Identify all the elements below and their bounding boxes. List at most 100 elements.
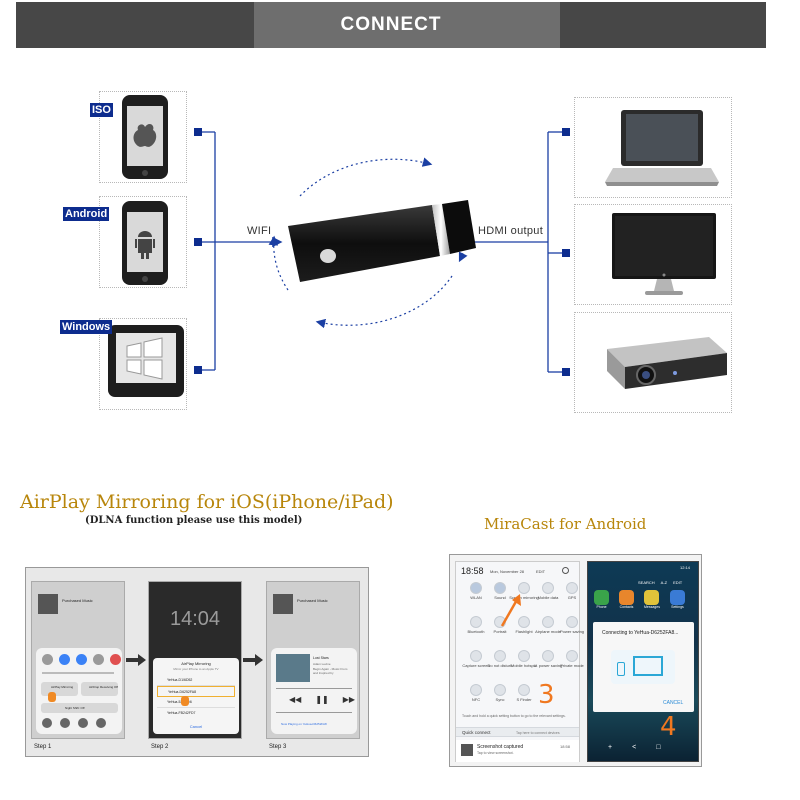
night-shift-button[interactable]: Night Shift: Off bbox=[41, 703, 118, 713]
pointer-arrow-icon bbox=[500, 594, 521, 627]
quick-connect-bar[interactable]: Quick connect Tap here to connect device… bbox=[456, 727, 579, 737]
dnd-toggle-icon[interactable] bbox=[93, 654, 104, 665]
music-header: Purchased Music bbox=[297, 598, 328, 603]
dialog-cancel-button[interactable]: CANCEL bbox=[663, 700, 684, 706]
airplay-subtitle: (DLNA function please use this model) bbox=[85, 515, 303, 526]
qs-tile[interactable]: Sound bbox=[488, 580, 512, 614]
projector-card bbox=[574, 312, 732, 413]
do-not-disturb-icon bbox=[494, 650, 506, 662]
qs-tile-screen-mirroring[interactable]: Screen mirroring bbox=[509, 580, 539, 614]
rotation-lock-icon[interactable] bbox=[110, 654, 121, 665]
app-phone[interactable]: Phone bbox=[594, 590, 609, 609]
miracast-steps-panel: 18:58 Mon, November 28 EDIT WLAN Sound S… bbox=[449, 554, 702, 767]
phone-icon bbox=[617, 662, 625, 676]
android-label: Android bbox=[63, 207, 110, 221]
airplay-phone-step3: Purchased Music Lost Stars Adam Levine B… bbox=[266, 581, 360, 739]
ios-device-card bbox=[99, 91, 187, 183]
qs-tile[interactable]: Capture screen bbox=[462, 648, 490, 682]
miracast-title: MiraCast for Android bbox=[484, 515, 647, 533]
airplay-phone-step1: Purchased Music AirPlay Mirroring AirDro… bbox=[31, 581, 125, 739]
airdrop-button[interactable]: AirDrop Receiving Off bbox=[81, 682, 118, 696]
qs-tile[interactable]: Do not disturb bbox=[488, 648, 512, 682]
camera-icon[interactable] bbox=[96, 718, 106, 728]
sort-button[interactable]: A-Z bbox=[660, 580, 668, 585]
qs-tile[interactable]: S Finder bbox=[512, 682, 536, 716]
connector-node bbox=[562, 128, 570, 136]
delete-icon[interactable]: □ bbox=[656, 744, 661, 751]
dialog-title: Connecting to YeHua-D6252FA8... bbox=[602, 630, 679, 636]
qs-tile[interactable]: GPS bbox=[560, 580, 584, 614]
app-contacts[interactable]: Contacts bbox=[619, 590, 634, 609]
track-album: Begin Again - Music From and Inspired by bbox=[313, 667, 348, 675]
qs-tile[interactable]: Mobile hotspot bbox=[511, 648, 537, 682]
settings-icon[interactable] bbox=[562, 567, 569, 574]
qs-tile[interactable]: NFC bbox=[464, 682, 488, 716]
screen-mirroring-icon bbox=[518, 582, 530, 594]
settings-icon bbox=[669, 590, 685, 605]
step-label: Step 1 bbox=[34, 744, 52, 750]
connector-node bbox=[194, 366, 202, 374]
share-icon[interactable]: < bbox=[632, 744, 637, 751]
search-row: SEARCH A-Z EDIT bbox=[638, 580, 682, 585]
flashlight-icon[interactable] bbox=[42, 718, 52, 728]
qs-tile[interactable]: Airplane mode bbox=[535, 614, 561, 648]
hdmi-label: HDMI output bbox=[478, 225, 544, 237]
tap-hand-icon bbox=[181, 696, 189, 706]
timer-icon[interactable] bbox=[60, 718, 70, 728]
screenshot-thumb-icon bbox=[461, 744, 473, 756]
output-connector bbox=[470, 131, 562, 373]
sheet-title: AirPlay Mirroring bbox=[181, 661, 211, 666]
volume-slider[interactable] bbox=[276, 712, 352, 713]
app-settings[interactable]: Settings bbox=[669, 590, 685, 609]
search-button[interactable]: SEARCH bbox=[638, 580, 655, 585]
edit-apps-button[interactable]: EDIT bbox=[673, 580, 683, 585]
lock-time: 14:04 bbox=[169, 608, 221, 630]
wifi-toggle-icon[interactable] bbox=[59, 654, 70, 665]
qs-tile[interactable]: Power saving bbox=[560, 614, 584, 648]
progress-bar[interactable] bbox=[276, 688, 352, 689]
next-icon[interactable]: ▶▶ bbox=[342, 695, 356, 704]
qs-tile[interactable]: Private mode bbox=[560, 648, 584, 682]
connector-node bbox=[562, 368, 570, 376]
device-item[interactable]: YeHua-FB242FD7 bbox=[167, 711, 196, 715]
album-art bbox=[38, 594, 58, 614]
device-item-selected[interactable]: YeHua-D6252FA8 bbox=[157, 686, 235, 697]
device-item[interactable]: YeHua-52CAD6 bbox=[157, 697, 235, 708]
track-title: Lost Stars bbox=[313, 656, 329, 660]
screenshot-notification[interactable]: Screenshot captured Tap to view screensh… bbox=[456, 740, 579, 762]
step-number: 3 bbox=[538, 680, 555, 710]
brightness-slider[interactable] bbox=[42, 672, 114, 674]
calculator-icon[interactable] bbox=[78, 718, 88, 728]
qs-tile[interactable]: Flashlight bbox=[512, 614, 536, 648]
qs-tile[interactable]: Bluetooth bbox=[464, 614, 488, 648]
connector-node bbox=[194, 128, 202, 136]
qs-tile[interactable]: U. power saving bbox=[534, 648, 562, 682]
edit-button[interactable]: EDIT bbox=[536, 569, 546, 574]
bluetooth-icon bbox=[470, 616, 482, 628]
add-icon[interactable]: + bbox=[608, 744, 613, 751]
windows-device-card bbox=[99, 318, 187, 410]
windows-icon bbox=[108, 325, 184, 397]
mobile-data-icon bbox=[542, 582, 554, 594]
airplay-device-sheet: AirPlay Mirroring Mirror your iPhone to … bbox=[153, 658, 239, 734]
step-arrows bbox=[126, 654, 263, 666]
ios-label: ISO bbox=[90, 103, 113, 117]
monitor-icon bbox=[612, 213, 716, 295]
app-messages[interactable]: Messages bbox=[644, 590, 660, 609]
airplane-mode-icon[interactable] bbox=[42, 654, 53, 665]
qs-tile[interactable]: Mobile data bbox=[536, 580, 560, 614]
bluetooth-toggle-icon[interactable] bbox=[76, 654, 87, 665]
private-mode-icon bbox=[566, 650, 578, 662]
tap-hand-icon bbox=[48, 692, 56, 702]
pause-icon[interactable]: ❚❚ bbox=[315, 695, 329, 704]
qs-tile[interactable]: WLAN bbox=[464, 580, 488, 614]
wifi-label: WIFI bbox=[247, 225, 272, 237]
dongle-icon bbox=[288, 200, 476, 282]
sheet-cancel-button[interactable]: Cancel bbox=[189, 724, 203, 729]
android-device-card bbox=[99, 196, 187, 288]
windows-label: Windows bbox=[60, 320, 113, 334]
previous-icon[interactable]: ◀◀ bbox=[289, 695, 302, 704]
device-item[interactable]: YeHua-D1/6D52 bbox=[157, 675, 235, 686]
sound-icon bbox=[494, 582, 506, 594]
qs-tile[interactable]: Sync bbox=[488, 682, 512, 716]
